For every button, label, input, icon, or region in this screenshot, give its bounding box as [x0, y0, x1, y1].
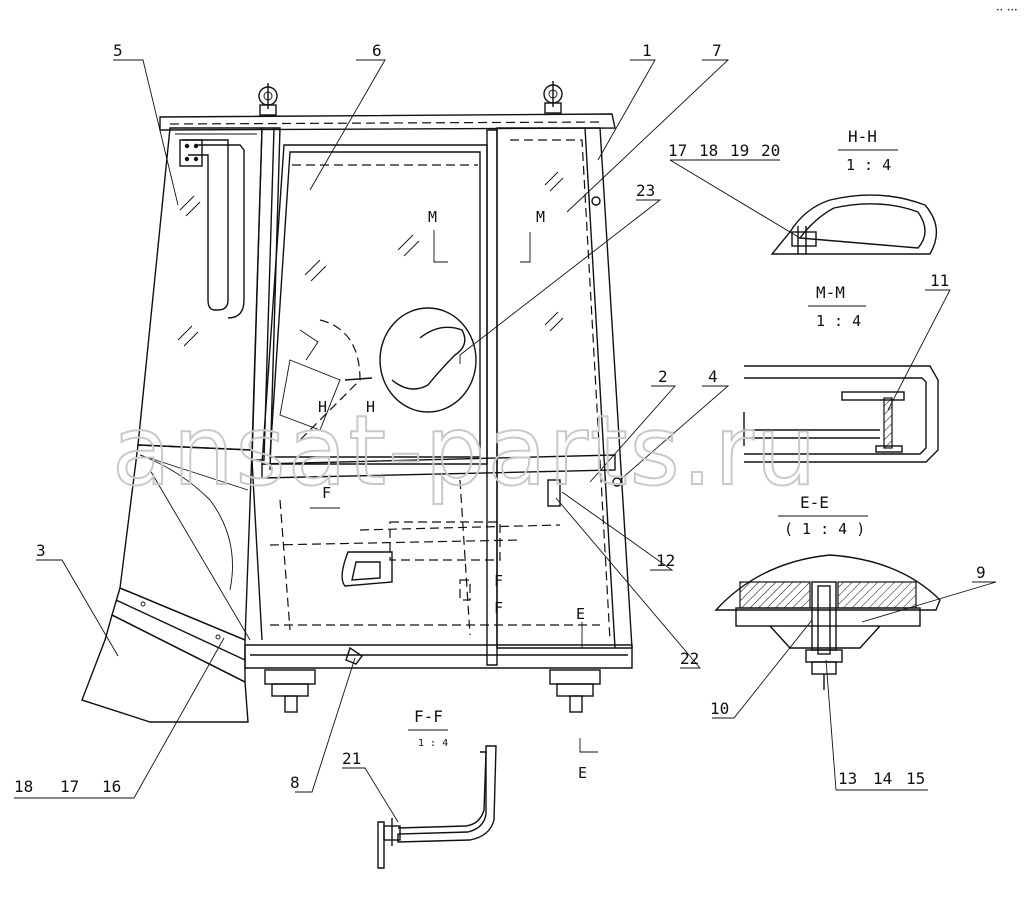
mount-right	[549, 669, 601, 713]
step-plate	[111, 587, 246, 684]
callout-hh-20: 20	[761, 141, 780, 160]
section-ee-title: E-E	[800, 493, 829, 512]
glass-marks	[177, 171, 564, 347]
cut-f-mid: F	[494, 572, 503, 590]
section-ff-title: F-F	[414, 707, 443, 726]
door-lock	[547, 479, 561, 507]
section-hh-title: H-H	[848, 127, 877, 146]
door-post	[486, 129, 498, 666]
lower-guard	[81, 613, 249, 723]
section-mm-scale: 1 : 4	[816, 312, 861, 330]
cut-f-low: F	[494, 599, 503, 617]
section-ee-scale: ( 1 : 4 )	[784, 520, 865, 538]
mount-left	[264, 669, 316, 713]
cut-f-left: F	[322, 484, 331, 502]
seat-headrest	[379, 307, 477, 413]
callout-hh-17: 17	[668, 141, 687, 160]
callout-7: 7	[712, 41, 722, 60]
callout-11: 11	[930, 271, 949, 290]
lifting-eye-left	[258, 83, 278, 116]
section-ff: F-F 1 : 4	[377, 707, 497, 869]
cut-h-right: H	[366, 398, 375, 416]
callout-1: 1	[642, 41, 652, 60]
section-mm: M-M 1 : 4	[743, 283, 939, 463]
right-side-panel	[496, 127, 616, 649]
callout-ee-14: 14	[873, 769, 892, 788]
callout-group-18: 18	[14, 777, 33, 796]
callout-hh-18: 18	[699, 141, 718, 160]
callout-2: 2	[658, 367, 668, 386]
section-mm-title: M-M	[816, 283, 845, 302]
callout-8: 8	[290, 773, 300, 792]
cab-roof	[159, 113, 616, 131]
callout-23: 23	[636, 181, 655, 200]
callout-10: 10	[710, 699, 729, 718]
callout-group-17: 17	[60, 777, 79, 796]
door-handle	[341, 551, 393, 587]
callout-22: 22	[680, 649, 699, 668]
roof-hidden-edge	[169, 121, 601, 125]
left-post	[251, 127, 275, 461]
cab-main-view	[81, 81, 633, 723]
cut-m-right: M	[536, 208, 545, 226]
callout-ee-13: 13	[838, 769, 857, 788]
section-hh: H-H 1 : 4	[770, 127, 938, 255]
lifting-eye-right	[543, 81, 563, 114]
callout-21: 21	[342, 749, 361, 768]
section-ff-scale: 1 : 4	[418, 738, 448, 749]
callout-group-16: 16	[102, 777, 121, 796]
callout-hh-19: 19	[730, 141, 749, 160]
callout-6: 6	[372, 41, 382, 60]
callout-12: 12	[656, 551, 675, 570]
callout-9: 9	[976, 563, 986, 582]
callout-ee-15: 15	[906, 769, 925, 788]
callout-5: 5	[113, 41, 123, 60]
cut-m-left: M	[428, 208, 437, 226]
section-ee: E-E ( 1 : 4 )	[714, 493, 941, 690]
lower-frame	[261, 454, 616, 479]
corner-mark: •• •••	[996, 7, 1018, 14]
cut-e-top: E	[576, 605, 585, 623]
section-hh-scale: 1 : 4	[846, 156, 891, 174]
callout-4: 4	[708, 367, 718, 386]
cut-h-left: H	[318, 398, 327, 416]
callout-3: 3	[36, 541, 46, 560]
handrail-left	[182, 139, 229, 311]
cut-e-bottom: E	[578, 764, 587, 782]
watermark-text: ansat-parts.ru	[112, 395, 819, 507]
